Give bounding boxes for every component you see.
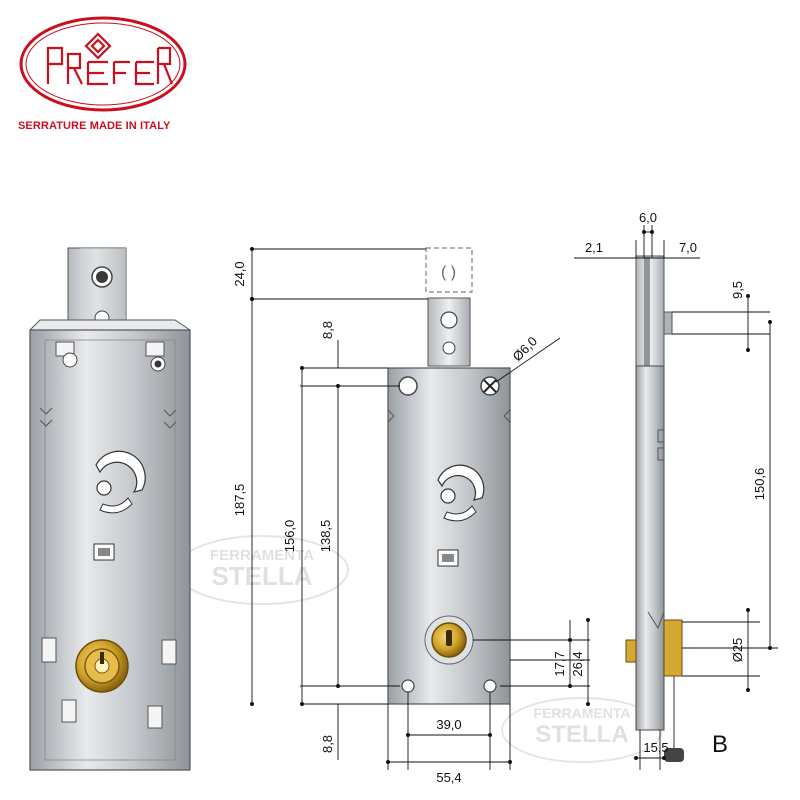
- side-view-dimension-labels: 2,1 6,0 7,0 9,5 150,6 Ø25 15,5 B: [585, 210, 767, 758]
- dim-overall-height: 187,5: [232, 484, 247, 517]
- watermark-line2-b: STELLA: [535, 721, 628, 748]
- dim-side-9-5: 9,5: [730, 281, 745, 299]
- watermark: FERRAMENTA STELLA FERRAMENTA STELLA: [175, 535, 663, 763]
- dim-body-width: 55,4: [436, 770, 461, 785]
- front-view-dimensions: [250, 247, 590, 770]
- watermark-line2: STELLA: [211, 561, 312, 591]
- dim-cylinder-26: 26,4: [570, 651, 585, 676]
- dim-side-150-6: 150,6: [752, 468, 767, 501]
- dim-body-height: 156,0: [282, 520, 297, 553]
- dim-side-6-0: 6,0: [639, 210, 657, 225]
- lock-perspective-view: [29, 247, 191, 771]
- dim-hole-spacing: 138,5: [318, 520, 333, 553]
- dim-hole-diameter: Ø6,0: [510, 334, 541, 365]
- side-view-label: B: [712, 731, 728, 758]
- lock-side-view: [625, 255, 684, 762]
- dim-top-extension: 24,0: [232, 261, 247, 286]
- dim-side-7-0: 7,0: [679, 240, 697, 255]
- brand-logo: [18, 14, 188, 114]
- dim-hole-width: 39,0: [436, 717, 461, 732]
- watermark-line1-b: FERRAMENTA: [534, 705, 631, 721]
- side-view-dimensions: [574, 225, 778, 770]
- svg-text:( ): ( ): [441, 264, 456, 281]
- dim-side-15-5: 15,5: [643, 740, 668, 755]
- dim-side-2-1: 2,1: [585, 240, 603, 255]
- watermark-line1: FERRAMENTA: [210, 547, 314, 564]
- dim-top-margin: 8,8: [320, 321, 335, 339]
- brand-tagline: SERRATURE MADE IN ITALY: [18, 120, 171, 132]
- dim-bottom-margin: 8,8: [320, 735, 335, 753]
- dim-cylinder-17: 17,7: [552, 651, 567, 676]
- dim-side-cylinder-dia: Ø25: [730, 638, 745, 663]
- lock-front-view: ( ): [387, 247, 511, 705]
